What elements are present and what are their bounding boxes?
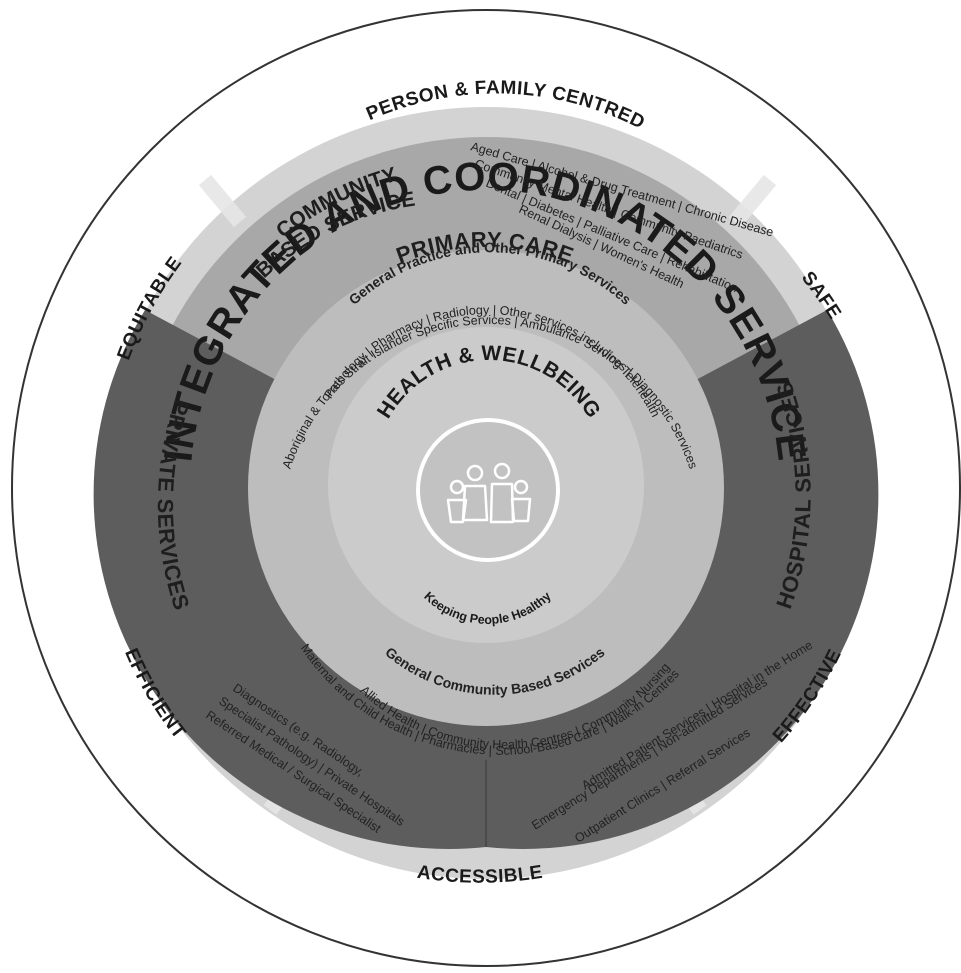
core-center bbox=[416, 418, 560, 562]
family-icon bbox=[446, 462, 532, 524]
